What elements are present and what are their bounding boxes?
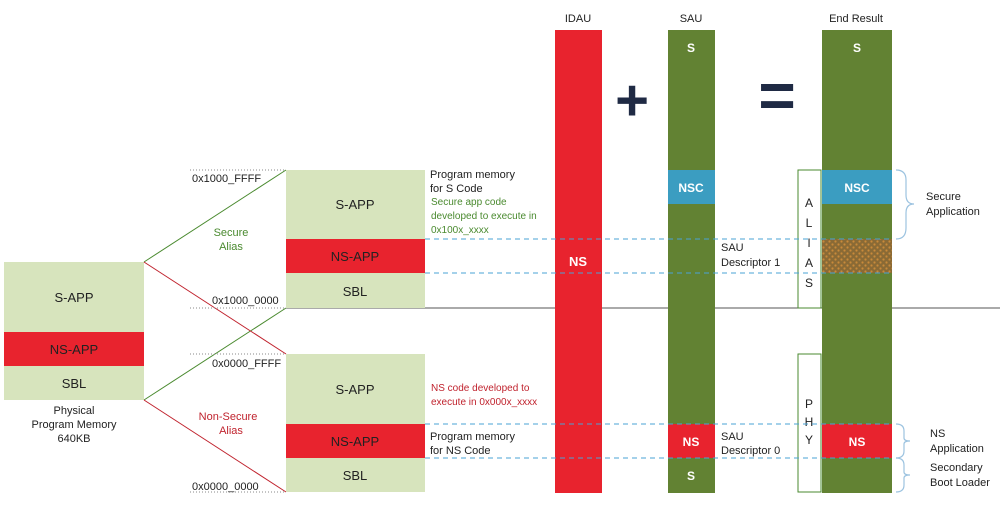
note-pm-s-line2: for S Code — [430, 183, 483, 195]
nonsecure-stack-s-app-label: S-APP — [335, 382, 374, 397]
physical-caption-line2: Program Memory — [32, 419, 117, 431]
sau-s-bar — [668, 30, 715, 493]
note-pm-ns-line1: Program memory — [430, 431, 515, 443]
alias-letter: A — [805, 256, 813, 270]
physical-sbl-block — [4, 366, 144, 400]
sau-nsc-label: NSC — [678, 181, 704, 195]
idau-ns-label: NS — [569, 254, 587, 269]
phy-letter: P — [805, 397, 813, 411]
physical-memory: S-APP NS-APP SBL Physical Program Memory… — [4, 262, 144, 445]
physical-s-app-block — [4, 262, 144, 332]
physical-caption-line3: 640KB — [57, 433, 90, 445]
brace-boot-loader — [895, 457, 911, 493]
phy-letter: H — [805, 415, 814, 429]
note-ns-code-line1: NS code developed to — [431, 383, 530, 394]
alias-box: A L I A S — [797, 169, 822, 309]
secure-stack-ns-app-label: NS-APP — [331, 249, 379, 264]
boot-loader-label-line1: Secondary — [930, 462, 983, 474]
secure-alias-label-line1: Secure — [214, 227, 249, 239]
secure-application-label-line1: Secure — [926, 191, 961, 203]
end-result-nsc-label: NSC — [844, 181, 870, 195]
sau-descriptor1-line1: SAU — [721, 242, 744, 254]
secure-stack-sbl-block — [286, 273, 425, 308]
physical-s-app-label: S-APP — [54, 290, 93, 305]
note-pm-s-line1: Program memory — [430, 169, 515, 181]
brace-ns-application — [895, 423, 911, 459]
annotations: Program memory for S Code Secure app cod… — [430, 169, 537, 457]
equals-operator: = — [758, 59, 795, 131]
nonsecure-stack-s-app-block — [286, 354, 425, 424]
nonsecure-stack-ns-app-block — [286, 424, 425, 458]
secure-stack-s-app-block — [286, 170, 425, 239]
right-labels: Secure Application NS Application Second… — [926, 191, 990, 489]
sau-descriptor1-line2: Descriptor 1 — [721, 257, 780, 269]
sau-ns-label: NS — [683, 435, 700, 449]
boot-loader-label-line2: Boot Loader — [930, 477, 990, 489]
address-labels: 0x1000_FFFF 0x1000_0000 0x0000_FFFF 0x00… — [190, 169, 286, 493]
end-result-ns-label: NS — [849, 435, 866, 449]
secure-alias-stack: S-APP NS-APP SBL — [286, 170, 425, 308]
sau-s-bottom-label: S — [687, 469, 695, 483]
secure-alias-line-top — [143, 169, 287, 263]
address-0x1000-ffff: 0x1000_FFFF — [192, 173, 261, 185]
plus-operator: + — [615, 68, 649, 133]
nonsecure-alias-label-line2: Alias — [219, 425, 243, 437]
ns-application-label-line2: Application — [930, 443, 984, 455]
nonsecure-stack-sbl-label: SBL — [343, 468, 368, 483]
note-secure-app-line2: developed to execute in — [431, 211, 537, 222]
ns-application-label-line1: NS — [930, 428, 945, 440]
end-result-s-label: S — [853, 41, 861, 55]
end-result-hatched-region — [822, 239, 892, 273]
sau-ns-block — [668, 424, 715, 458]
alias-letter: A — [805, 196, 813, 210]
physical-ns-app-label: NS-APP — [50, 342, 98, 357]
alias-letter: L — [806, 216, 813, 230]
address-0x1000-0000: 0x1000_0000 — [212, 295, 279, 307]
note-secure-app-line1: Secure app code — [431, 197, 507, 208]
physical-ns-app-block — [4, 332, 144, 366]
end-result-nsc-block — [822, 170, 892, 204]
secure-stack-s-app-label: S-APP — [335, 197, 374, 212]
nonsecure-alias-stack: S-APP NS-APP SBL — [286, 354, 425, 492]
alias-mapping-lines: Secure Alias Non-Secure Alias — [143, 169, 287, 493]
physical-sbl-label: SBL — [62, 376, 87, 391]
alias-letter: I — [807, 236, 810, 250]
address-0x0000-ffff: 0x0000_FFFF — [212, 358, 281, 370]
secure-stack-ns-app-block — [286, 239, 425, 273]
sau-title: SAU — [680, 13, 703, 25]
sau-s-top-label: S — [687, 41, 695, 55]
phy-letter: Y — [805, 433, 813, 447]
secure-alias-label-line2: Alias — [219, 241, 243, 253]
nonsecure-stack-ns-app-label: NS-APP — [331, 434, 379, 449]
brace-secure-application — [895, 169, 915, 240]
nonsecure-alias-line-bottom — [143, 399, 287, 493]
note-ns-code-line2: execute in 0x000x_xxxx — [431, 397, 537, 408]
idau-column: IDAU NS — [555, 13, 602, 493]
note-secure-app-line3: 0x100x_xxxx — [431, 225, 489, 236]
nonsecure-alias-label-line1: Non-Secure — [199, 411, 258, 423]
sau-descriptor0-line2: Descriptor 0 — [721, 445, 780, 457]
nonsecure-stack-sbl-block — [286, 458, 425, 492]
physical-caption-line1: Physical — [54, 405, 95, 417]
alias-letter: S — [805, 276, 813, 290]
dashed-guides — [425, 238, 892, 459]
sau-nsc-block — [668, 170, 715, 204]
idau-ns-bar — [555, 30, 602, 493]
sau-column: SAU S NSC NS S SAU Descriptor 1 SAU Desc… — [668, 13, 780, 493]
secure-stack-sbl-label: SBL — [343, 284, 368, 299]
secure-application-label-line2: Application — [926, 206, 980, 218]
end-result-column: End Result S NSC NS — [822, 13, 892, 493]
phy-box: P H Y — [797, 353, 822, 493]
address-0x0000-0000: 0x0000_0000 — [192, 481, 259, 493]
right-braces — [895, 169, 915, 493]
sau-descriptor0-line1: SAU — [721, 431, 744, 443]
idau-title: IDAU — [565, 13, 591, 25]
note-pm-ns-line2: for NS Code — [430, 445, 491, 457]
end-result-ns-block — [822, 424, 892, 458]
end-result-title: End Result — [829, 13, 883, 25]
